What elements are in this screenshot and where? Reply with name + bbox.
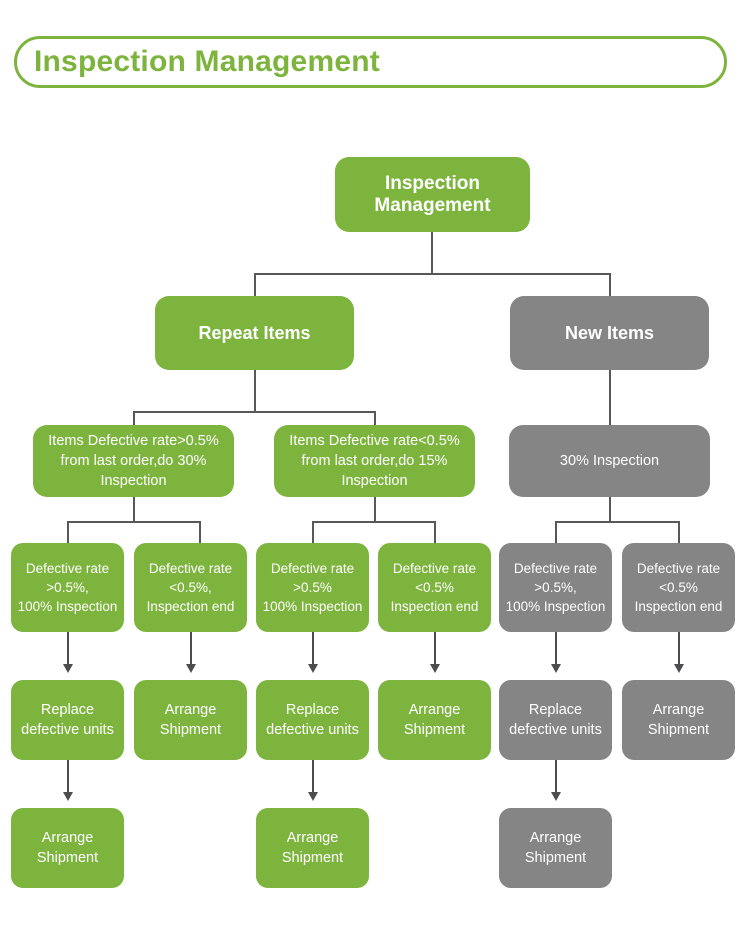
arrow-head-r2-low	[430, 664, 440, 673]
node-r2-final-shipment[interactable]: Arrange Shipment	[256, 808, 369, 888]
node-label: Arrange Shipment	[403, 702, 466, 738]
node-r2-arrange-shipment[interactable]: Arrange Shipment	[378, 680, 491, 760]
arrow-head-r2-high	[308, 664, 318, 673]
arrow-line-r1-high	[67, 632, 69, 668]
node-label: Defective rate >0.5% 100% Inspection	[262, 561, 363, 614]
node-label: Replace defective units	[21, 702, 114, 738]
node-label: Arrange Shipment	[524, 830, 587, 866]
node-label: 30% Inspection	[559, 453, 660, 469]
node-repeat-high-rate[interactable]: Items Defective rate>0.5% from last orde…	[33, 425, 234, 497]
node-n-replace-units[interactable]: Replace defective units	[499, 680, 612, 760]
node-label: Replace defective units	[509, 702, 602, 738]
connector-repeat-high-down	[133, 497, 135, 522]
node-n-defective-low[interactable]: Defective rate <0.5% Inspection end	[622, 543, 735, 632]
node-label: Arrange Shipment	[647, 702, 710, 738]
connector-to-n-high	[555, 521, 557, 543]
node-new-items[interactable]: New Items	[510, 296, 709, 370]
arrow-head-n-high	[551, 664, 561, 673]
connector-new30-bar	[555, 521, 679, 523]
arrow-line-n-high	[555, 632, 557, 668]
node-label: Defective rate <0.5% Inspection end	[634, 561, 723, 614]
node-label: New Items	[564, 322, 655, 343]
connector-to-repeat-items	[254, 273, 256, 297]
node-r1-final-shipment[interactable]: Arrange Shipment	[11, 808, 124, 888]
node-n-defective-high[interactable]: Defective rate >0.5%, 100% Inspection	[499, 543, 612, 632]
connector-repeat-low-down	[374, 497, 376, 522]
node-label: Defective rate >0.5%, 100% Inspection	[17, 561, 118, 614]
connector-to-r2-high	[312, 521, 314, 543]
page-title: Inspection Management	[34, 45, 380, 78]
connector-root-bar	[254, 273, 611, 275]
connector-to-r2-low	[434, 521, 436, 543]
connector-repeat-high-bar	[67, 521, 201, 523]
node-r1-replace-units[interactable]: Replace defective units	[11, 680, 124, 760]
node-label: Repeat Items	[198, 322, 311, 343]
connector-to-repeat-high	[133, 411, 135, 426]
connector-to-repeat-low	[374, 411, 376, 426]
arrow-head-r1-high	[63, 664, 73, 673]
node-inspection-management[interactable]: Inspection Management	[335, 157, 530, 232]
connector-to-n-low	[678, 521, 680, 543]
connector-to-r1-high	[67, 521, 69, 543]
arrow-head-r1-final	[63, 792, 73, 801]
arrow-line-r2-high	[312, 632, 314, 668]
arrow-head-n-final	[551, 792, 561, 801]
node-n-arrange-shipment[interactable]: Arrange Shipment	[622, 680, 735, 760]
arrow-line-r1-final	[67, 760, 69, 796]
arrow-head-r1-low	[186, 664, 196, 673]
node-r2-defective-low[interactable]: Defective rate <0.5% Inspection end	[378, 543, 491, 632]
node-new-30-inspection[interactable]: 30% Inspection	[509, 425, 710, 497]
connector-root-down	[431, 232, 433, 274]
arrow-line-r2-low	[434, 632, 436, 668]
node-n-final-shipment[interactable]: Arrange Shipment	[499, 808, 612, 888]
node-label: Defective rate <0.5% Inspection end	[390, 561, 479, 614]
node-label: Items Defective rate>0.5% from last orde…	[48, 433, 219, 489]
node-label: Arrange Shipment	[159, 702, 222, 738]
node-r2-defective-high[interactable]: Defective rate >0.5% 100% Inspection	[256, 543, 369, 632]
header-banner	[14, 36, 727, 88]
node-repeat-low-rate[interactable]: Items Defective rate<0.5% from last orde…	[274, 425, 475, 497]
connector-repeat-down	[254, 370, 256, 412]
node-label: Inspection Management	[374, 172, 491, 216]
node-repeat-items[interactable]: Repeat Items	[155, 296, 354, 370]
connector-to-r1-low	[199, 521, 201, 543]
node-label: Arrange Shipment	[281, 830, 344, 866]
node-label: Replace defective units	[266, 702, 359, 738]
arrow-line-r1-low	[190, 632, 192, 668]
arrow-line-r2-final	[312, 760, 314, 796]
node-r1-defective-low[interactable]: Defective rate <0.5%, Inspection end	[134, 543, 247, 632]
arrow-line-n-low	[678, 632, 680, 668]
arrow-head-r2-final	[308, 792, 318, 801]
arrow-line-n-final	[555, 760, 557, 796]
connector-new-items-down	[609, 370, 611, 426]
connector-new30-down	[609, 497, 611, 522]
arrow-head-n-low	[674, 664, 684, 673]
connector-repeat-bar	[133, 411, 375, 413]
node-label: Items Defective rate<0.5% from last orde…	[289, 433, 460, 489]
connector-repeat-low-bar	[312, 521, 436, 523]
node-label: Defective rate >0.5%, 100% Inspection	[505, 561, 606, 614]
node-r2-replace-units[interactable]: Replace defective units	[256, 680, 369, 760]
node-r1-defective-high[interactable]: Defective rate >0.5%, 100% Inspection	[11, 543, 124, 632]
node-label: Defective rate <0.5%, Inspection end	[146, 561, 235, 614]
connector-to-new-items	[609, 273, 611, 297]
node-r1-arrange-shipment[interactable]: Arrange Shipment	[134, 680, 247, 760]
node-label: Arrange Shipment	[36, 830, 99, 866]
